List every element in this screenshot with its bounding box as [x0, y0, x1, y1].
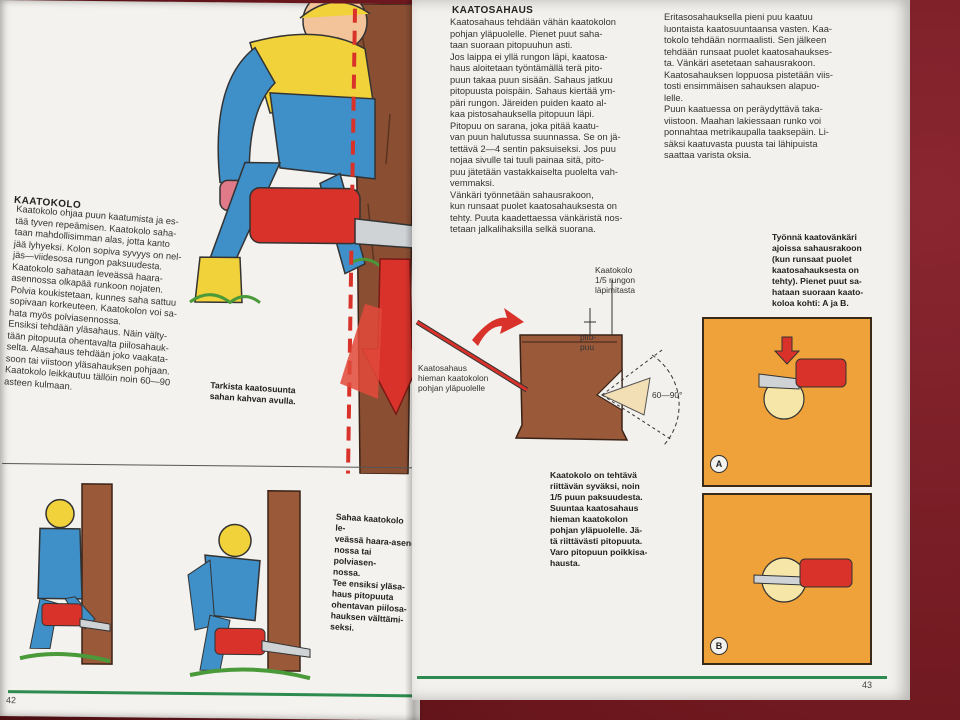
caption-right: Työnnä kaatovänkäri ajoissa sahausrakoon… [772, 232, 864, 308]
kaatosahaus-text-col1: Kaatosahaus tehdään vähän kaatokolon poh… [450, 17, 623, 234]
panel-a-diagram [758, 336, 847, 420]
label-angle: 60—90° [652, 390, 683, 400]
label-pitopuu: pito- puu [580, 332, 597, 352]
left-page: KAATOKOLO Kaatokolo ohjaa puun kaatumist… [0, 0, 420, 720]
kneeling-workers-illustration [19, 483, 311, 681]
worker-with-chainsaw-illustration [189, 1, 420, 475]
label-kaatokolo: Kaatokolo 1/5 rungon läpimitasta [595, 265, 636, 295]
left-green-rule [8, 690, 412, 698]
right-page-number: 43 [862, 680, 873, 690]
label-b: B [710, 637, 728, 655]
caption-bottom: Sahaa kaatokolo le- veässä haara-asen- n… [329, 511, 415, 633]
panel-a: A [702, 317, 872, 487]
kaatokolo-text: Kaatokolo ohjaa puun kaatumista ja es- t… [3, 203, 182, 392]
panel-b-diagram [753, 557, 853, 603]
panel-b: B [702, 493, 872, 665]
kaatosahaus-text-col2: Eritasosahauksella pieni puu kaatuu luon… [664, 12, 834, 160]
kaatosahaus-heading: KAATOSAHAUS [452, 5, 534, 16]
right-green-rule [417, 676, 887, 679]
label-a: A [710, 455, 728, 473]
label-kaatosahaus: Kaatosahaus hieman kaatokolon pohjan ylä… [418, 363, 489, 393]
caption-center: Kaatokolo on tehtävä riittävän syväksi, … [550, 470, 648, 568]
stump-diagram [415, 280, 680, 446]
left-page-number: 42 [6, 695, 17, 706]
right-page: KAATOSAHAUS Kaatosahaus tehdään vähän ka… [412, 0, 910, 700]
